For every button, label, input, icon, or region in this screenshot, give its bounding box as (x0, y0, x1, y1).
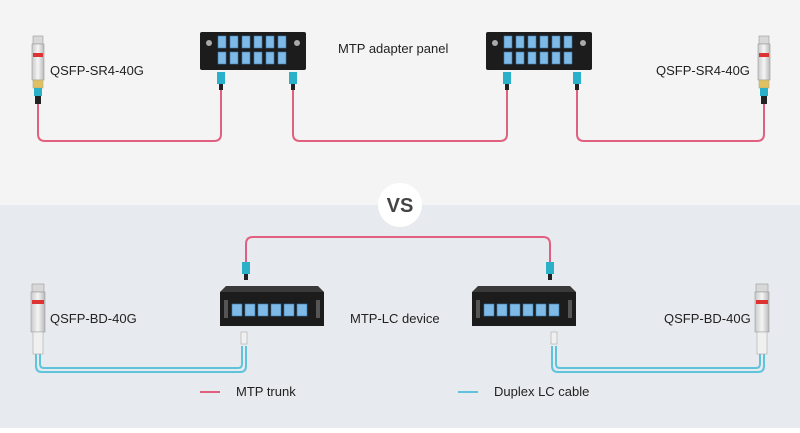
mtp-trunk-cable-middle (292, 90, 508, 142)
legend-label-duplex-lc: Duplex LC cable (494, 384, 590, 399)
bottom-left-transceiver-label: QSFP-BD-40G (50, 311, 137, 326)
bottom-section-background (0, 205, 800, 428)
mtp-trunk-cable-right (576, 90, 765, 142)
duplex-lc-cable-right (551, 346, 765, 373)
mtp-adapter-panel-left (200, 32, 306, 90)
mtp-lc-device-label: MTP-LC device (350, 311, 440, 326)
mtp-connector-boot-left (244, 274, 248, 280)
vs-badge-text: VS (387, 195, 414, 217)
top-right-transceiver-label: QSFP-SR4-40G (656, 63, 750, 78)
qsfp-bd-transceiver-right (754, 283, 770, 355)
vs-badge (378, 183, 422, 227)
adapter-panel-label: MTP adapter panel (338, 41, 449, 56)
mtp-connector-left (242, 262, 250, 274)
qsfp-sr4-transceiver-left (31, 35, 45, 104)
mtp-adapter-panel-right (486, 32, 592, 90)
mtp-connector-right (546, 262, 554, 274)
duplex-lc-cable-left (35, 346, 247, 373)
mtp-connector-boot-right (548, 274, 552, 280)
qsfp-sr4-transceiver-right (757, 35, 771, 104)
mtp-lc-device-right (472, 286, 576, 345)
bottom-right-transceiver-label: QSFP-BD-40G (664, 311, 751, 326)
qsfp-bd-transceiver-left (30, 283, 46, 355)
mtp-lc-device-left (220, 286, 324, 345)
top-left-transceiver-label: QSFP-SR4-40G (50, 63, 144, 78)
mtp-trunk-cable-bottom (245, 236, 551, 262)
top-section-background (0, 0, 800, 205)
legend-label-mtp-trunk: MTP trunk (236, 384, 296, 399)
mtp-trunk-cable-left (37, 90, 222, 142)
